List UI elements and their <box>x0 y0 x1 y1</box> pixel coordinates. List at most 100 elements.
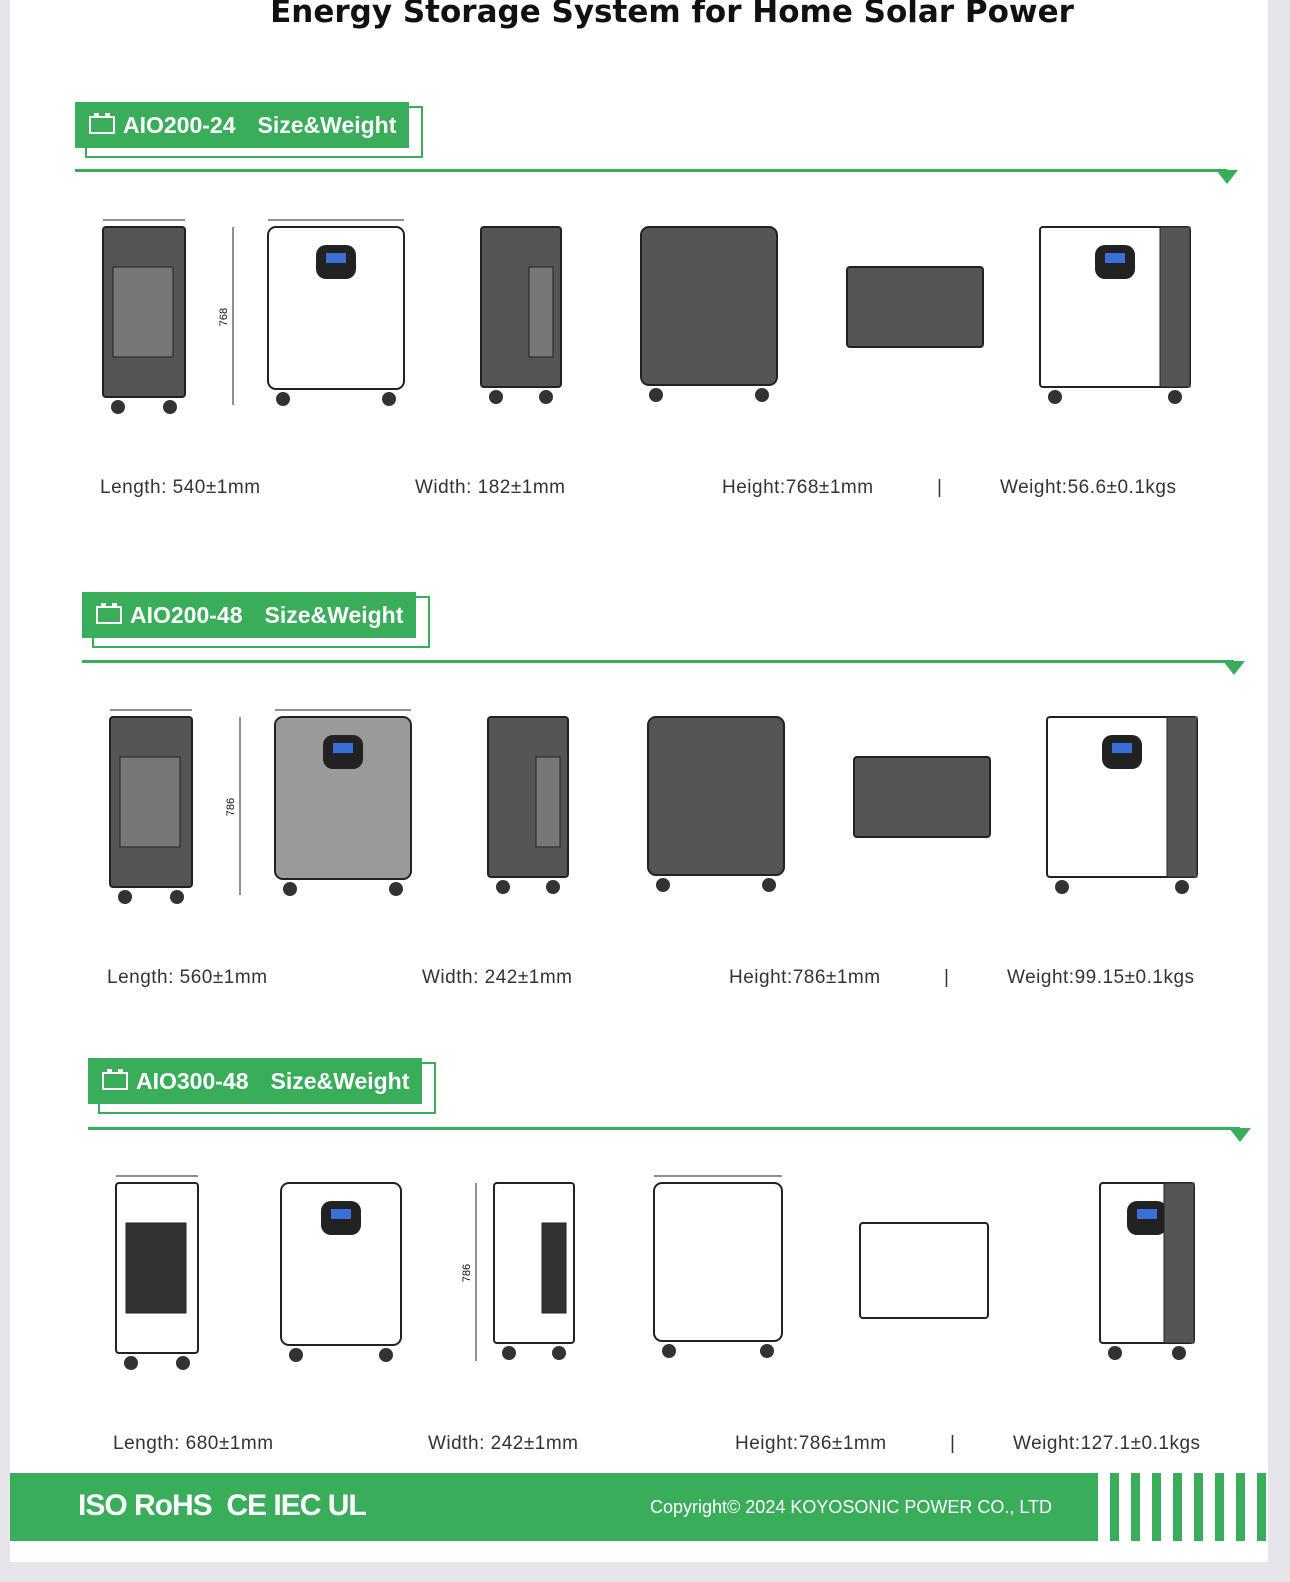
drawing-view-side <box>102 226 186 414</box>
spec-separator: | <box>937 477 943 498</box>
wheel-icon <box>656 878 670 892</box>
drawing-view-iso <box>1099 1182 1195 1360</box>
drawing-view-top <box>859 1222 989 1319</box>
spec-height: Height:786±1mm <box>735 1433 887 1454</box>
triangle-marker-icon <box>1229 1128 1251 1142</box>
drawing-view-iso <box>1039 226 1191 404</box>
wheel-icon <box>489 390 503 404</box>
product-drawings: 242 680 786 <box>115 1173 1195 1370</box>
wheel-icon <box>283 882 297 896</box>
wheel-icon <box>124 1356 138 1370</box>
product-drawings: 182 540 768 <box>102 217 1191 414</box>
decorative-stripes <box>1098 1473 1268 1541</box>
wheel-icon <box>289 1348 303 1362</box>
spec-width: Width: 182±1mm <box>415 477 566 498</box>
model-name: AIO300-48 <box>136 1067 249 1094</box>
certification-logos: ISO RoHS CE IEC UL <box>78 1489 367 1522</box>
drawing-view-front <box>274 716 412 896</box>
spec-length: Length: 560±1mm <box>107 967 268 988</box>
wheel-icon <box>176 1356 190 1370</box>
battery-icon <box>102 1069 128 1090</box>
spec-height: Height:768±1mm <box>722 477 874 498</box>
wheel-icon <box>546 880 560 894</box>
drawing-view-back <box>653 1182 783 1358</box>
dimension-label-width: 242 <box>142 707 160 710</box>
spec-width: Width: 242±1mm <box>422 967 573 988</box>
section-aio200-24: AIO200-24 Size&Weight Length: 540±1mm Wi… <box>0 102 1258 522</box>
spec-length: Length: 680±1mm <box>113 1433 274 1454</box>
dimension-label-height: 786 <box>461 1264 473 1282</box>
spec-length: Length: 540±1mm <box>100 477 261 498</box>
heading-label: Size&Weight <box>257 111 397 138</box>
dimension-label-height: 786 <box>225 798 237 816</box>
drawing-view-top <box>853 756 991 838</box>
wheel-icon <box>1048 390 1062 404</box>
drawing-view-side2 <box>480 226 562 404</box>
wheel-icon <box>163 400 177 414</box>
dimension-label-length: 680 <box>709 1173 727 1176</box>
footer-bar: ISO RoHS CE IEC UL Copyright© 2024 KOYOS… <box>10 1473 1268 1541</box>
drawing-view-back <box>640 226 778 402</box>
drawing-view-front <box>280 1182 402 1362</box>
model-name: AIO200-24 <box>123 111 236 138</box>
dimension-label-width: 182 <box>135 217 153 220</box>
wheel-icon <box>276 392 290 406</box>
wheel-icon <box>118 890 132 904</box>
copyright-text: Copyright© 2024 KOYOSONIC POWER CO., LTD <box>650 1497 1053 1517</box>
drawing-view-side2 <box>493 1182 575 1360</box>
wheel-icon <box>1055 880 1069 894</box>
spec-height: Height:786±1mm <box>729 967 881 988</box>
wheel-icon <box>502 1346 516 1360</box>
wheel-icon <box>755 388 769 402</box>
drawing-view-side <box>115 1182 199 1370</box>
battery-icon <box>96 603 122 624</box>
section-aio300-48: AIO300-48 Size&Weight Length: 680±1mm Wi… <box>0 1058 1258 1478</box>
wheel-icon <box>1172 1346 1186 1360</box>
wheel-icon <box>379 1348 393 1362</box>
drawing-view-iso <box>1046 716 1198 894</box>
section-heading: AIO300-48 Size&Weight <box>88 1058 422 1104</box>
triangle-marker-icon <box>1223 661 1245 675</box>
wheel-icon <box>762 878 776 892</box>
wheel-icon <box>389 882 403 896</box>
section-heading: AIO200-48 Size&Weight <box>82 592 416 638</box>
spec-width: Width: 242±1mm <box>428 1433 579 1454</box>
divider-line <box>82 660 1234 663</box>
spec-separator: | <box>950 1433 956 1454</box>
page-title: Energy Storage System for Home Solar Pow… <box>270 0 1074 30</box>
dimension-label-length: 540 <box>327 217 345 220</box>
product-drawings: 242 560 786 <box>109 707 1198 904</box>
wheel-icon <box>170 890 184 904</box>
dimension-label-length: 560 <box>334 707 352 710</box>
divider-line <box>75 169 1227 172</box>
spec-weight: Weight:99.15±0.1kgs <box>1007 967 1195 988</box>
section-heading: AIO200-24 Size&Weight <box>75 102 409 148</box>
model-name: AIO200-48 <box>130 601 243 628</box>
wheel-icon <box>1175 880 1189 894</box>
spec-weight: Weight:127.1±0.1kgs <box>1013 1433 1201 1454</box>
spec-separator: | <box>944 967 950 988</box>
wheel-icon <box>649 388 663 402</box>
dimension-label-width: 242 <box>148 1173 166 1176</box>
wheel-icon <box>496 880 510 894</box>
wheel-icon <box>539 390 553 404</box>
wheel-icon <box>662 1344 676 1358</box>
section-aio200-48: AIO200-48 Size&Weight Length: 560±1mm Wi… <box>0 592 1258 1012</box>
wheel-icon <box>552 1346 566 1360</box>
wheel-icon <box>1168 390 1182 404</box>
wheel-icon <box>760 1344 774 1358</box>
triangle-marker-icon <box>1216 170 1238 184</box>
spec-weight: Weight:56.6±0.1kgs <box>1000 477 1177 498</box>
drawing-view-front <box>267 226 405 406</box>
dimension-label-height: 768 <box>218 308 230 326</box>
wheel-icon <box>1108 1346 1122 1360</box>
heading-label: Size&Weight <box>270 1067 410 1094</box>
divider-line <box>88 1127 1240 1130</box>
drawing-view-side2 <box>487 716 569 894</box>
wheel-icon <box>111 400 125 414</box>
drawing-view-back <box>647 716 785 892</box>
wheel-icon <box>382 392 396 406</box>
heading-label: Size&Weight <box>264 601 404 628</box>
battery-icon <box>89 113 115 134</box>
drawing-view-top <box>846 266 984 348</box>
